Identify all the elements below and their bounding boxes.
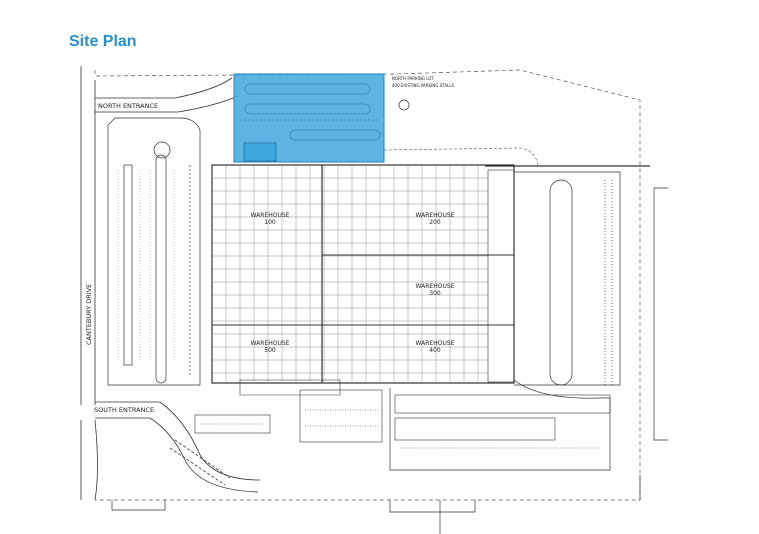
warehouse-400-label: WAREHOUSE <box>416 340 455 347</box>
warehouse-200-label: WAREHOUSE <box>416 212 455 219</box>
page-title: Site Plan <box>69 33 137 50</box>
structural-grid <box>212 165 488 383</box>
dock-annex <box>487 169 515 383</box>
warehouse-500-label: WAREHOUSE <box>251 340 290 347</box>
south-entrance-label: SOUTH ENTRANCE <box>94 406 154 414</box>
north-path <box>383 147 539 166</box>
north-entrance-road <box>95 77 239 113</box>
road-label: CANTEBURY DRIVE <box>85 284 93 345</box>
warehouse-300-label: WAREHOUSE <box>416 283 455 290</box>
north-lot-stalls <box>240 83 381 141</box>
warehouse-400-number: 400 <box>429 347 441 354</box>
warehouse-100-number: 100 <box>264 219 276 226</box>
existing-stalls-label: 400 EXISTING PARKING STALLS <box>392 83 455 88</box>
south-parking <box>194 379 611 449</box>
south-entrance-road <box>95 401 261 493</box>
warehouse-100-label: WAREHOUSE <box>251 212 290 219</box>
west-parking-lot <box>107 117 201 386</box>
north-entrance-label: NORTH ENTRANCE <box>98 102 158 110</box>
north-lot-label: NORTH PARKING LOT <box>392 76 434 81</box>
warehouse-200-number: 200 <box>429 219 441 226</box>
west-lot-stalls <box>117 170 175 360</box>
warehouse-building <box>211 164 515 384</box>
bottom-boundary <box>111 475 641 534</box>
warehouse-300-number: 300 <box>429 290 441 297</box>
water-tower <box>398 99 410 111</box>
cantebury-drive <box>80 66 98 501</box>
east-truck-area <box>389 171 668 471</box>
warehouse-500-number: 500 <box>264 347 276 354</box>
gatehouse-highlight <box>243 142 277 162</box>
